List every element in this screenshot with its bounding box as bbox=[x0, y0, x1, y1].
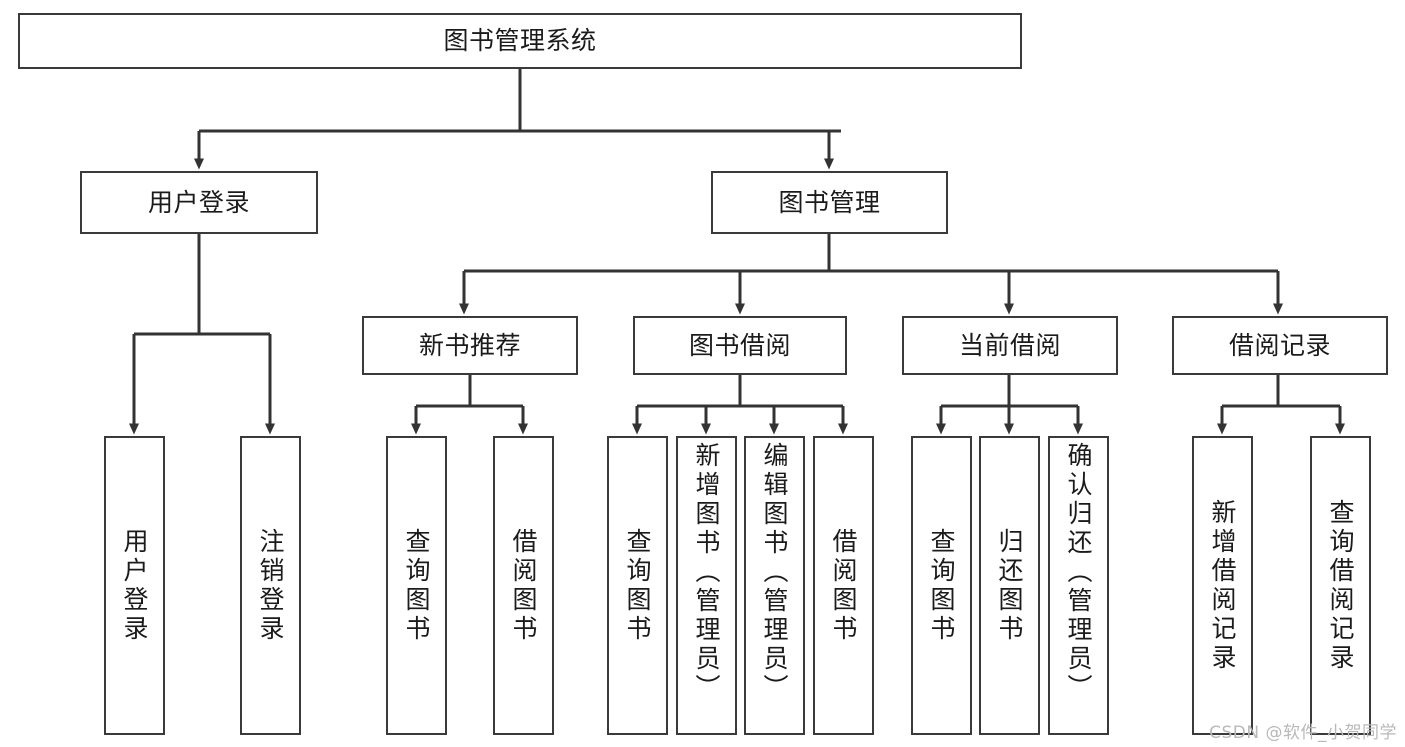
node-leaf-confirm-return-label: 确认归还（管理员） bbox=[1064, 442, 1093, 703]
node-leaf-add-book-label: 新增图书（管理员） bbox=[692, 442, 721, 703]
node-leaf-edit-book-label: 编辑图书（管理员） bbox=[760, 442, 789, 703]
node-leaf-query-book-2-label: 查询图书 bbox=[623, 527, 652, 644]
node-root[interactable]: 图书管理系统 bbox=[18, 13, 1022, 69]
node-leaf-query-book-1[interactable]: 查询图书 bbox=[386, 436, 447, 735]
node-current-borrow-label: 当前借阅 bbox=[958, 330, 1061, 360]
node-book-management[interactable]: 图书管理 bbox=[711, 171, 948, 234]
node-leaf-logout-login[interactable]: 注销登录 bbox=[240, 436, 301, 735]
node-leaf-return-book-label: 归还图书 bbox=[995, 527, 1024, 644]
node-user-login-label: 用户登录 bbox=[147, 187, 250, 217]
node-leaf-user-login-label: 用户登录 bbox=[120, 527, 149, 644]
node-new-book-recommend-label: 新书推荐 bbox=[418, 330, 521, 360]
node-leaf-borrow-book-1-label: 借阅图书 bbox=[509, 527, 538, 644]
node-borrow-record[interactable]: 借阅记录 bbox=[1172, 316, 1388, 375]
node-borrow-record-label: 借阅记录 bbox=[1228, 330, 1331, 360]
node-book-management-label: 图书管理 bbox=[778, 187, 881, 217]
node-leaf-query-book-3-label: 查询图书 bbox=[927, 527, 956, 644]
node-leaf-query-record-label: 查询借阅记录 bbox=[1326, 498, 1355, 673]
node-leaf-confirm-return[interactable]: 确认归还（管理员） bbox=[1048, 436, 1109, 735]
node-leaf-query-book-3[interactable]: 查询图书 bbox=[911, 436, 972, 735]
node-leaf-logout-login-label: 注销登录 bbox=[256, 527, 285, 644]
node-current-borrow[interactable]: 当前借阅 bbox=[902, 316, 1118, 375]
node-new-book-recommend[interactable]: 新书推荐 bbox=[362, 316, 578, 375]
node-book-borrow-label: 图书借阅 bbox=[688, 330, 791, 360]
node-user-login[interactable]: 用户登录 bbox=[80, 171, 318, 234]
node-leaf-edit-book[interactable]: 编辑图书（管理员） bbox=[744, 436, 805, 735]
node-leaf-borrow-book-2[interactable]: 借阅图书 bbox=[813, 436, 874, 735]
node-leaf-query-book-1-label: 查询图书 bbox=[402, 527, 431, 644]
node-leaf-user-login[interactable]: 用户登录 bbox=[104, 436, 165, 735]
node-leaf-query-book-2[interactable]: 查询图书 bbox=[607, 436, 668, 735]
node-book-borrow[interactable]: 图书借阅 bbox=[633, 316, 847, 375]
node-leaf-query-record[interactable]: 查询借阅记录 bbox=[1310, 436, 1371, 735]
node-leaf-borrow-book-2-label: 借阅图书 bbox=[829, 527, 858, 644]
node-leaf-add-record[interactable]: 新增借阅记录 bbox=[1192, 436, 1253, 735]
node-leaf-add-record-label: 新增借阅记录 bbox=[1208, 498, 1237, 673]
node-root-label: 图书管理系统 bbox=[443, 26, 597, 56]
node-leaf-return-book[interactable]: 归还图书 bbox=[979, 436, 1040, 735]
node-leaf-add-book[interactable]: 新增图书（管理员） bbox=[676, 436, 737, 735]
csdn-watermark: CSDN @软件_小贺同学 bbox=[1209, 723, 1397, 743]
node-leaf-borrow-book-1[interactable]: 借阅图书 bbox=[493, 436, 554, 735]
